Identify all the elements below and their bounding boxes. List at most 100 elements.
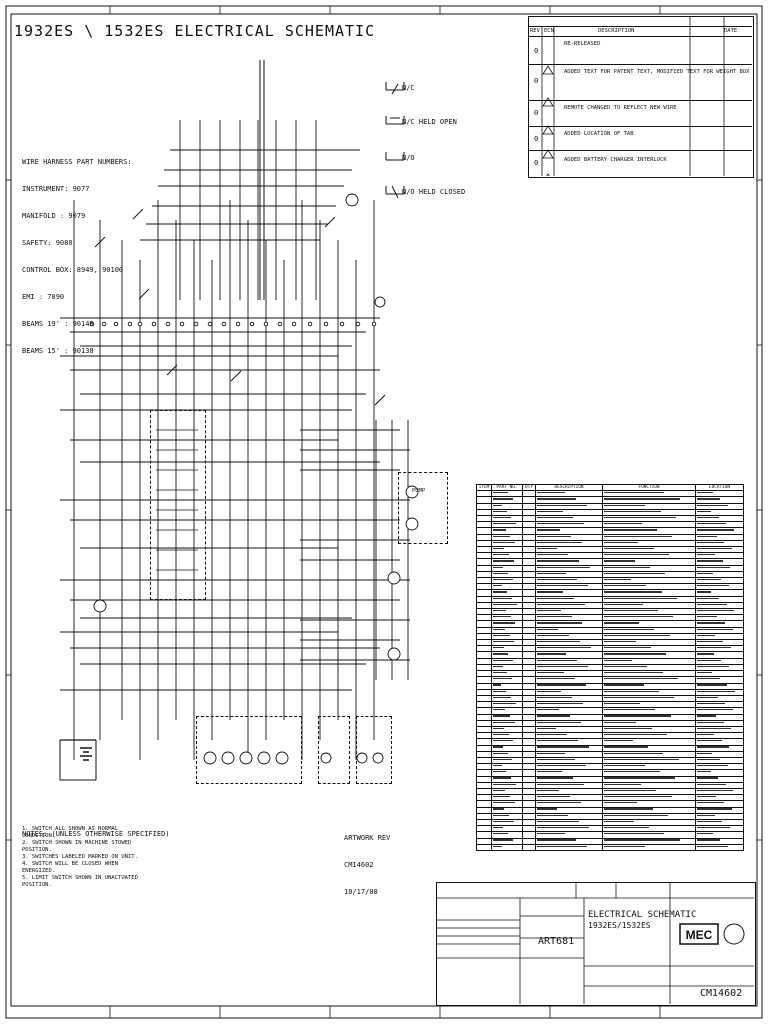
- page-title: 1932ES \ 1532ES ELECTRICAL SCHEMATIC: [14, 22, 376, 40]
- terminal: [291, 321, 297, 327]
- rev-description: ADDED LOCATION OF TAB: [564, 131, 634, 137]
- table-cell: [695, 626, 744, 634]
- motor-icon: [405, 485, 419, 499]
- wire: [138, 288, 150, 300]
- rev-description: REMOTE CHANGED TO REFLECT NEW WIRE: [564, 105, 677, 111]
- part-number: ART681: [538, 936, 575, 947]
- terminal: [249, 321, 255, 327]
- table-cell: [695, 719, 744, 727]
- table-cell: [491, 843, 523, 852]
- harness-line: BEAMS 15' : 90138: [22, 347, 94, 355]
- harness-part-numbers: WIRE HARNESS PART NUMBERS: INSTRUMENT: 9…: [22, 140, 132, 374]
- table-cell: [476, 843, 492, 852]
- notes-heading: NOTES: (UNLESS OTHERWISE SPECIFIED): [22, 830, 170, 838]
- terminal: [113, 321, 119, 327]
- table-cell: [695, 756, 744, 765]
- revision-row: 0 REMOTE CHANGED TO REFLECT NEW WIRE: [528, 100, 752, 127]
- table-cell: [695, 583, 744, 591]
- aux-box-outline: [318, 716, 350, 784]
- rev-description: ADDED TEXT FOR PATENT TEXT, MODIFIED TEX…: [564, 69, 750, 75]
- terminal: [89, 321, 95, 327]
- table-cell: [695, 744, 744, 752]
- rev-header-ecn: ECN: [544, 28, 554, 34]
- valve-icon: [275, 751, 289, 765]
- table-cell: [695, 787, 744, 796]
- table-cell: [695, 837, 744, 845]
- harness-line: MANIFOLD : 9079: [22, 212, 86, 220]
- table-cell: [695, 688, 744, 696]
- legend-nc: N/C: [402, 84, 415, 92]
- notes: NOTES: (UNLESS OTHERWISE SPECIFIED): [22, 812, 170, 857]
- table-row: [476, 800, 744, 808]
- motor-icon: [93, 599, 107, 613]
- nc-held-open-icon: [385, 116, 405, 125]
- table-cell: [535, 843, 603, 852]
- table-cell: [695, 843, 744, 852]
- terminal: [207, 321, 213, 327]
- terminal: [221, 321, 227, 327]
- table-row: [476, 694, 744, 703]
- revision-row: 0 ADDED TEXT FOR PATENT TEXT, MODIFIED T…: [528, 64, 752, 101]
- terminal: [277, 321, 283, 327]
- terminal: [179, 321, 185, 327]
- table-cell: [695, 818, 744, 827]
- table-cell: [695, 645, 744, 653]
- table-row: [476, 508, 744, 517]
- note-item: 2. SWITCH SHOWN IN MACHINE STOWED POSITI…: [22, 840, 132, 853]
- table-cell: [695, 490, 744, 498]
- switch-icon: [345, 193, 359, 207]
- table-cell: [695, 639, 744, 647]
- terminal: [307, 321, 313, 327]
- table-row: [476, 502, 744, 510]
- artwork-stamp: ARTWORK REV CM14602 10/17/00: [344, 816, 390, 915]
- legend-no: N/O: [402, 154, 415, 162]
- table-cell: [695, 601, 744, 610]
- pump-label: PUMP: [412, 488, 426, 494]
- col-item: ITEM: [476, 483, 492, 492]
- terminal: [355, 321, 361, 327]
- title-block-grid: [436, 882, 754, 1004]
- aux-box-outline-2: [356, 716, 392, 784]
- table-cell: [695, 738, 744, 746]
- table-row: [476, 490, 744, 498]
- component-table-header: ITEM PART NO. QTY DESCRIPTION FUNCTION L…: [476, 483, 744, 492]
- stamp-line: CM14602: [344, 861, 374, 869]
- drawing-subtitle: 1932ES/1532ES: [588, 921, 651, 930]
- table-cell: [695, 682, 744, 690]
- company-logo-text: MEC: [686, 928, 713, 942]
- wire: [94, 236, 106, 248]
- valve-box-outline: [196, 716, 302, 784]
- table-row: [476, 670, 744, 678]
- revision-row: 0 RE-RELEASED: [528, 36, 752, 65]
- table-cell: [695, 546, 744, 554]
- control-box-outline: [150, 410, 206, 600]
- note-item: 5. LIMIT SWITCH SHOWN IN UNACTUATED POSI…: [22, 875, 138, 888]
- terminal: [151, 321, 157, 327]
- table-row: [476, 756, 744, 765]
- terminal: [137, 321, 143, 327]
- table-row: [476, 825, 744, 833]
- rev-header-desc: DESCRIPTION: [598, 28, 635, 34]
- revision-header: REV ECN DESCRIPTION DATE: [528, 26, 752, 37]
- component-table: ITEM PART NO. QTY DESCRIPTION FUNCTION L…: [476, 483, 744, 852]
- table-row: [476, 558, 744, 566]
- rev-header-date: DATE: [724, 28, 738, 34]
- pump-box-outline: [398, 472, 448, 544]
- no-contact-icon: [385, 152, 405, 161]
- rev-number: 0: [534, 77, 539, 85]
- notes-list: 1. SWITCH ALL SHOWN AS NORMAL CONDITION.…: [22, 826, 152, 889]
- wire: [324, 216, 336, 228]
- revision-row: 0 ADDED BATTERY CHARGER INTERLOCK: [528, 150, 752, 177]
- table-cell: [522, 843, 536, 852]
- rev-header-rev: REV: [530, 28, 540, 34]
- table-cell: [695, 620, 744, 628]
- table-row: [476, 620, 744, 628]
- table-row: [476, 601, 744, 610]
- valve-icon: [320, 752, 332, 764]
- wire: [132, 208, 144, 220]
- revision-row: 0 ADDED LOCATION OF TAB: [528, 126, 752, 151]
- table-cell: [695, 806, 744, 814]
- valve-icon: [372, 752, 384, 764]
- harness-line: EMI : 7890: [22, 293, 65, 301]
